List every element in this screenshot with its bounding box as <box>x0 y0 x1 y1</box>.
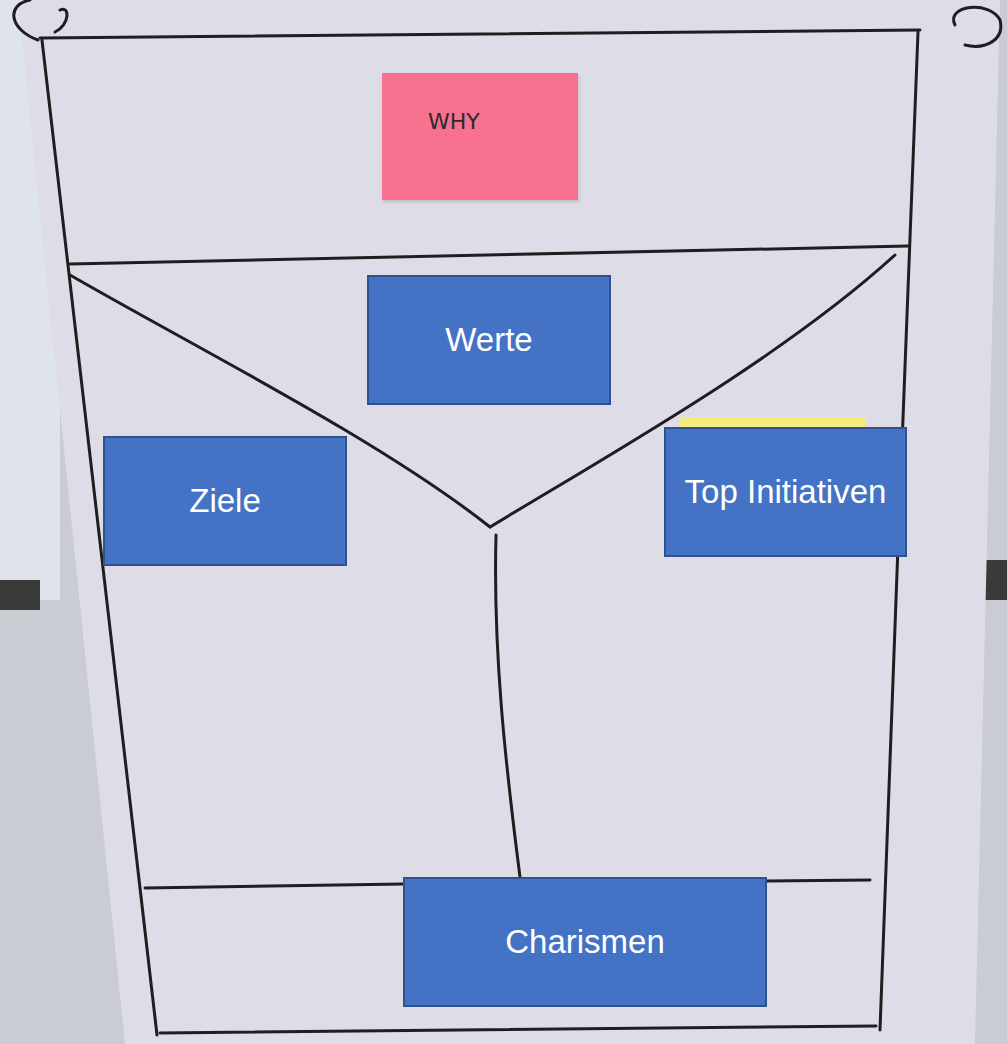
divider-line <box>70 246 908 264</box>
box-label: Charismen <box>505 922 665 962</box>
paper-ring <box>14 0 38 40</box>
category-box: Charismen <box>403 877 767 1007</box>
paper-ring <box>954 7 1001 46</box>
box-label: WHY <box>428 109 480 134</box>
category-box: Top Initiativen <box>664 427 907 557</box>
y-stem-line <box>496 535 520 877</box>
flipchart-paper <box>18 0 1000 1044</box>
box-label: Ziele <box>189 481 261 521</box>
category-box: Ziele <box>103 436 347 566</box>
border-line <box>160 1026 876 1033</box>
category-box: Werte <box>367 275 611 405</box>
paper-ring <box>55 9 67 32</box>
box-label: Top Initiativen <box>685 472 887 512</box>
box-label: Werte <box>445 320 532 360</box>
border-line <box>40 30 920 38</box>
wall-vent <box>0 580 40 610</box>
sticky-note: WHY <box>382 73 578 200</box>
